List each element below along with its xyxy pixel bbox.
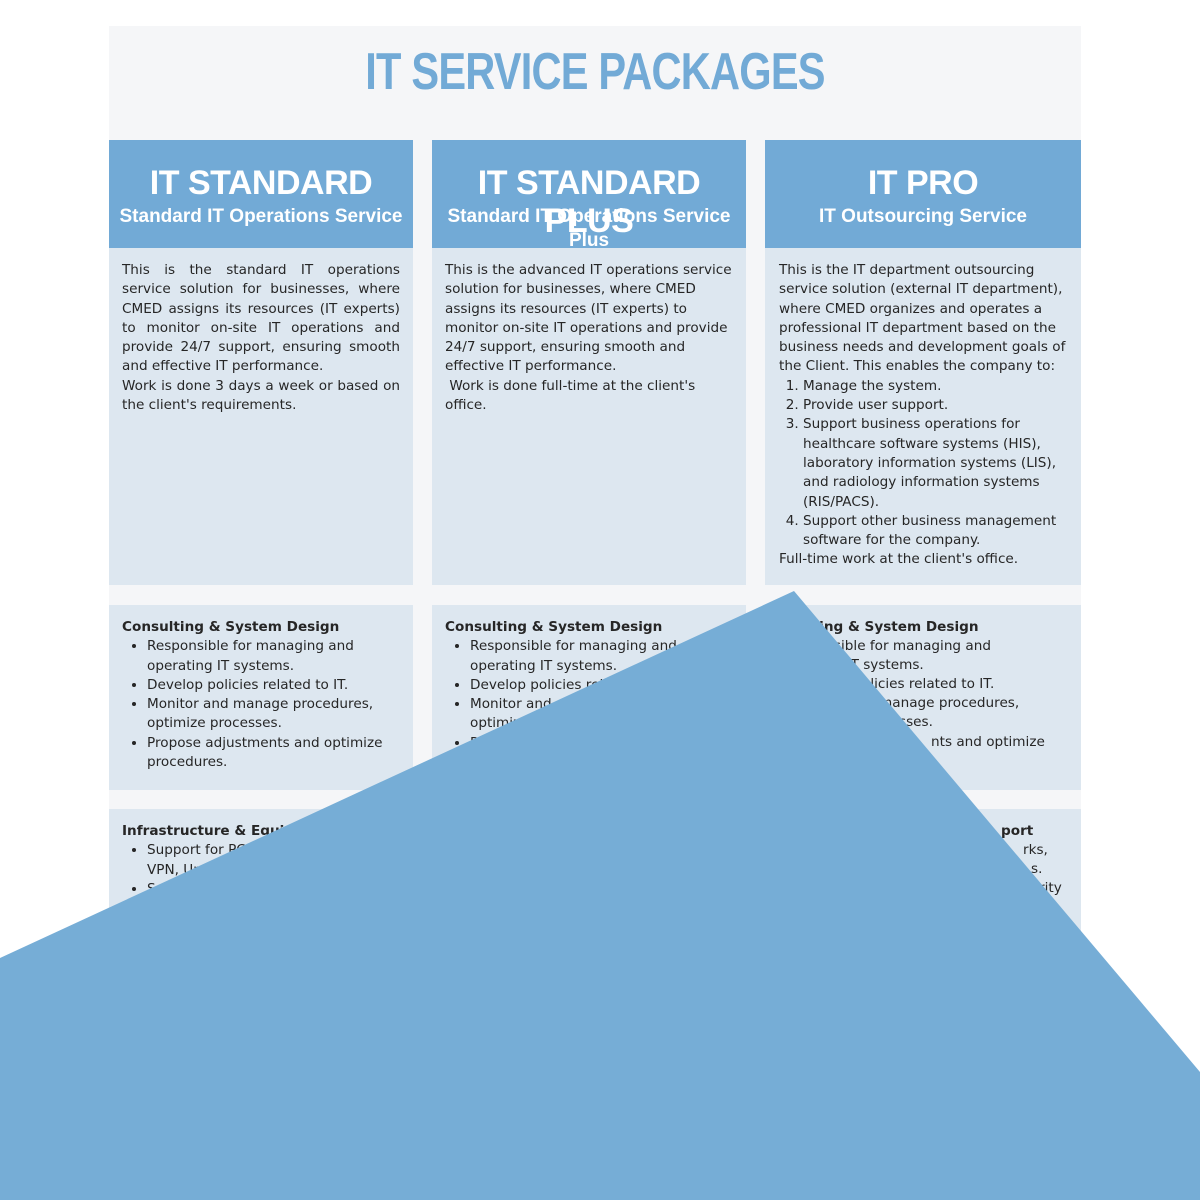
package-section-consulting-standard: Consulting & System Design Responsible f…	[109, 605, 413, 790]
package-description-pro: This is the IT department outsourcing se…	[765, 248, 1081, 585]
section-fragment: olicies related to IT.	[862, 675, 994, 694]
feature-list: Responsible for managing and operating I…	[445, 637, 733, 753]
feature-list: Responsible for managing and operating I…	[122, 637, 400, 772]
list-item: Develop policies rel	[470, 676, 733, 695]
section-fragment: port	[1001, 822, 1033, 841]
section-title: Infrastructure & Equip	[122, 823, 295, 839]
section-fragment: lting & System Design	[808, 618, 979, 637]
package-subtitle: IT Outsourcing Service	[819, 206, 1027, 227]
list-item: Support other business management softwa…	[803, 512, 1068, 551]
description-paragraph: Work is done 3 days a week or based on t…	[122, 377, 400, 414]
package-name: IT STANDARD PLUS	[477, 164, 701, 240]
package-subtitle: Standard IT Operations Service Plus	[447, 206, 731, 251]
section-fragment: nts and optimize	[931, 733, 1045, 752]
fragment-line: rks,	[1023, 842, 1048, 858]
description-outro: Full-time work at the client's office.	[779, 551, 1019, 568]
section-title: Consulting & System Design	[122, 619, 340, 635]
list-item: Propose adjustments and optimize procedu…	[147, 734, 400, 773]
page-title: IT SERVICE PACKAGES	[365, 43, 825, 101]
section-title: port	[1001, 823, 1034, 839]
list-item: Responsible for managing and operating I…	[470, 637, 733, 676]
package-header-standard: IT STANDARD Standard IT Operations Servi…	[109, 140, 413, 254]
package-header-pro: IT PRO IT Outsourcing Service	[765, 140, 1081, 254]
description-intro: This is the IT department outsourcing se…	[779, 262, 1066, 375]
fragment-line: onsible for managing and	[817, 638, 991, 654]
list-item-text: Monitor and	[470, 696, 552, 713]
package-header-standard-plus: IT STANDARD PLUS Standard IT Operations …	[432, 140, 746, 254]
fragment-line: s.	[1031, 861, 1043, 877]
section-fragment: onsible for managing and	[817, 637, 991, 656]
fragment-line: nts and optimize	[931, 734, 1045, 750]
section-fragment: rks,	[1023, 841, 1048, 860]
blue-overlay-shape	[0, 591, 1200, 1200]
fragment-line: manage procedures,	[879, 695, 1020, 711]
list-item-text: Support for PC	[147, 842, 246, 859]
package-name: IT PRO	[867, 164, 979, 202]
fragment-line: olicies related to IT.	[862, 676, 995, 692]
package-subtitle: Standard IT Operations Service	[119, 206, 403, 227]
section-fragment: manage procedures,	[879, 694, 1019, 713]
list-item: Develop policies related to IT.	[147, 676, 400, 695]
list-item: Provide user support.	[803, 396, 1068, 415]
section-title: Consulting & System Design	[445, 619, 663, 635]
description-paragraph: This is the standard IT operations servi…	[122, 262, 400, 375]
package-description-standard-plus: This is the advanced IT operations servi…	[432, 248, 746, 585]
list-item: Responsible for managing and operating I…	[147, 637, 400, 676]
description-paragraph: This is the advanced IT operations servi…	[445, 262, 732, 375]
capability-list: Manage the system. Provide user support.…	[779, 377, 1068, 551]
list-item: Monitor and manage procedures, optimize …	[147, 695, 400, 734]
section-fragment: s.	[1031, 860, 1042, 879]
package-description-standard: This is the standard IT operations servi…	[109, 248, 413, 585]
section-title: lting & System Design	[808, 619, 979, 635]
description-paragraph: Work is done full-time at the client's o…	[445, 377, 700, 414]
package-name: IT STANDARD	[149, 164, 373, 202]
list-item: Support business operations for healthca…	[803, 415, 1068, 511]
list-item: Manage the system.	[803, 377, 1068, 396]
